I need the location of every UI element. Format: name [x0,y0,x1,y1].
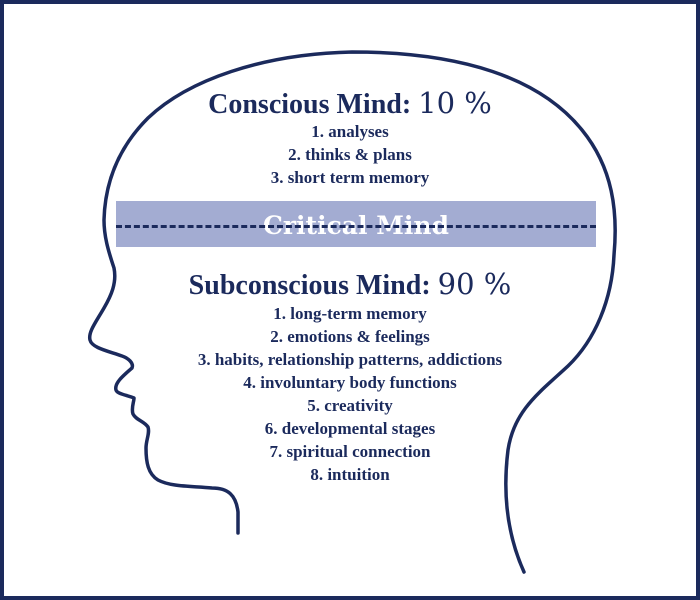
list-item: 3. habits, relationship patterns, addict… [197,350,503,369]
list-item: 8. intuition [310,465,390,484]
list-item: 4. involuntary body functions [243,373,457,392]
conscious-title: Conscious Mind: [208,89,412,120]
head-outline [87,50,617,574]
conscious-heading: Conscious Mind: 10 % [100,86,600,121]
list-item: 1. long-term memory [273,304,427,323]
subconscious-title: Subconscious Mind: [188,270,431,301]
critical-mind-dashed-line [116,225,596,228]
list-item: 6. developmental stages [264,419,436,438]
list-item: 7. spiritual connection [269,442,431,461]
subconscious-percent: 90 % [437,267,512,301]
conscious-list: 1. analyses 2. thinks & plans 3. short t… [100,120,600,189]
list-item: 1. analyses [311,122,389,141]
subconscious-list: 1. long-term memory 2. emotions & feelin… [100,302,600,486]
subconscious-heading: Subconscious Mind: 90 % [100,267,600,302]
critical-mind-band [116,201,596,247]
conscious-percent: 10 % [418,86,492,120]
list-item: 2. thinks & plans [288,145,412,164]
list-item: 3. short term memory [270,168,430,187]
list-item: 5. creativity [307,396,393,415]
list-item: 2. emotions & feelings [270,327,430,346]
